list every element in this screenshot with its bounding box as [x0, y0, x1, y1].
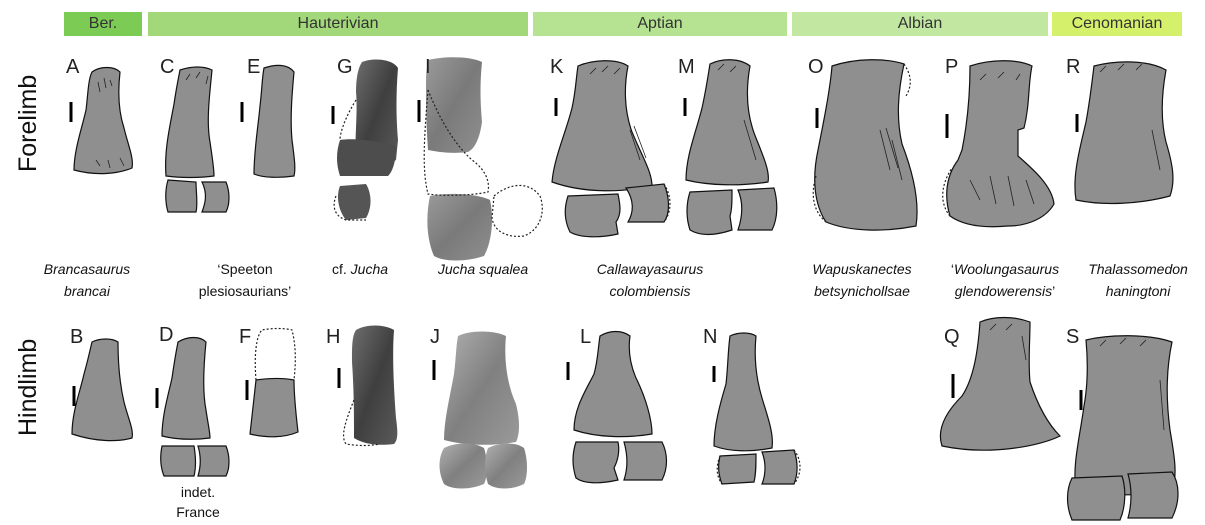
bone-panel-j-photo-element-1	[440, 444, 488, 489]
species-name-line: haningtoni	[1078, 280, 1198, 302]
bone-panel-c-element-2	[202, 182, 229, 212]
bone-panel-c	[166, 67, 214, 178]
species-name-line: Wapuskanectes	[794, 258, 930, 280]
bone-panel-p	[947, 61, 1054, 227]
panel-letter-g: G	[337, 56, 353, 79]
panel-letter-e: E	[247, 56, 260, 79]
bone-panel-k	[552, 61, 652, 191]
species-name: Jucha squalea	[426, 258, 540, 280]
panel-letter-n: N	[703, 326, 717, 349]
reconstruction-outline-g	[340, 100, 356, 140]
species-name-line: Thalassomedon	[1078, 258, 1198, 280]
bone-panel-l-element-2	[624, 442, 667, 480]
species-caption-callawayasaurus: Callawayasaurus colombiensis	[575, 258, 725, 302]
bone-panel-j-photo	[444, 332, 519, 445]
reconstruction-outline-i-carpal	[492, 185, 542, 236]
bone-panel-s	[1075, 336, 1175, 495]
panel-letter-r: R	[1066, 56, 1080, 79]
bone-panel-g-photo-lower	[337, 139, 396, 176]
bone-panel-n-element-2	[762, 450, 797, 484]
species-caption-woolungasaurus: ‘Woolungasaurus glendowerensis’	[930, 258, 1080, 302]
bone-panel-m-element-1	[687, 190, 732, 235]
panel-letter-s: S	[1066, 326, 1079, 349]
bone-panel-i-photo-carpal	[427, 194, 492, 261]
bone-panel-d	[162, 338, 210, 440]
panel-letter-d: D	[159, 324, 173, 347]
species-name-line: indet.	[160, 482, 236, 502]
species-caption-indet-france: indet. France	[160, 482, 236, 522]
panel-letter-j: J	[430, 326, 440, 349]
bone-panel-f	[250, 379, 298, 437]
species-caption-speeton: ‘Speeton plesiosaurians’	[180, 258, 310, 302]
panel-letter-m: M	[678, 56, 695, 79]
species-name-line: colombiensis	[575, 280, 725, 302]
panel-letter-a: A	[66, 56, 79, 79]
bone-panel-k-element-2	[626, 184, 669, 222]
bone-panel-a	[74, 68, 132, 174]
bone-panel-s-element-1	[1068, 476, 1125, 520]
bone-panel-d-element-2	[198, 446, 229, 476]
bone-panel-r	[1075, 62, 1173, 204]
bone-panel-d-element-1	[161, 446, 196, 476]
panel-letter-p: P	[945, 56, 958, 79]
species-name-line: ‘Woolungasaurus	[930, 258, 1080, 280]
species-caption-cf-jucha: cf. Jucha	[320, 258, 400, 280]
species-name-line: Brancasaurus	[30, 258, 144, 280]
panel-letter-q: Q	[944, 326, 960, 349]
species-name-line: betsynichollsae	[794, 280, 930, 302]
bone-panel-k-element-1	[565, 194, 620, 237]
species-name-line: Callawayasaurus	[575, 258, 725, 280]
panel-letter-c: C	[160, 56, 174, 79]
species-name-line: ‘Speeton	[180, 258, 310, 280]
panel-letter-h: H	[326, 326, 340, 349]
bone-panel-c-element-1	[166, 180, 197, 212]
bone-panel-m-element-2	[738, 188, 777, 230]
panel-letter-o: O	[808, 56, 824, 79]
bone-panel-o	[815, 60, 917, 230]
species-name: Jucha	[351, 261, 388, 277]
bone-panel-h-photo	[352, 326, 397, 445]
panel-letter-i: I	[425, 56, 431, 79]
species-caption-thalassomedon: Thalassomedon haningtoni	[1078, 258, 1198, 302]
panel-letter-f: F	[239, 326, 251, 349]
bone-panel-m	[686, 60, 768, 185]
species-name-line: plesiosaurians’	[180, 280, 310, 302]
panel-letter-b: B	[70, 326, 83, 349]
species-prefix: cf.	[332, 261, 351, 277]
species-caption-wapuskanectes: Wapuskanectes betsynichollsae	[794, 258, 930, 302]
bone-panel-e	[254, 65, 295, 177]
bone-panel-j-photo-element-2	[485, 444, 527, 489]
bone-panel-b	[72, 339, 132, 441]
bone-panel-n-element-1	[719, 454, 756, 484]
species-name-line: glendowerensis’	[930, 280, 1080, 302]
reconstruction-outline-o	[904, 64, 910, 96]
species-caption-jucha-squalea: Jucha squalea	[426, 258, 540, 280]
species-name-line: brancai	[30, 280, 144, 302]
bone-panel-l-element-1	[573, 442, 619, 483]
panel-letter-k: K	[550, 56, 563, 79]
bone-panel-n	[714, 333, 772, 451]
reconstruction-outline-f	[255, 329, 295, 381]
species-name-line: France	[160, 502, 236, 522]
panel-letter-l: L	[580, 326, 591, 349]
species-caption-brancasaurus: Brancasaurus brancai	[30, 258, 144, 302]
bone-panel-g-photo-carpal	[338, 184, 371, 220]
bone-panel-s-element-2	[1128, 472, 1178, 518]
